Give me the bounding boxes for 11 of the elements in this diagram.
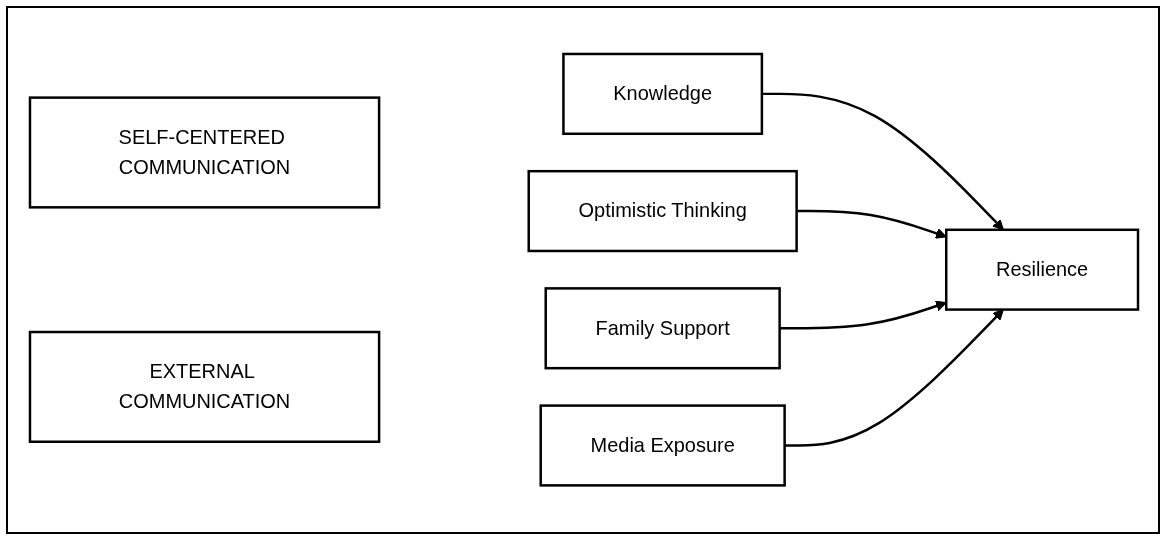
node-box: EXTERNAL COMMUNICATION — [28, 331, 381, 444]
node-box: SELF-CENTERED COMMUNICATION — [28, 96, 381, 209]
node-box: Media Exposure — [539, 404, 786, 487]
node-box: Optimistic Thinking — [527, 170, 798, 253]
arrow — [779, 300, 947, 330]
arrow — [796, 210, 947, 240]
arrow — [784, 309, 1004, 448]
node-box: Knowledge — [562, 53, 764, 136]
node-box: Resilience — [945, 228, 1140, 312]
arrow — [761, 92, 1004, 231]
node-box: Family Support — [544, 287, 781, 370]
